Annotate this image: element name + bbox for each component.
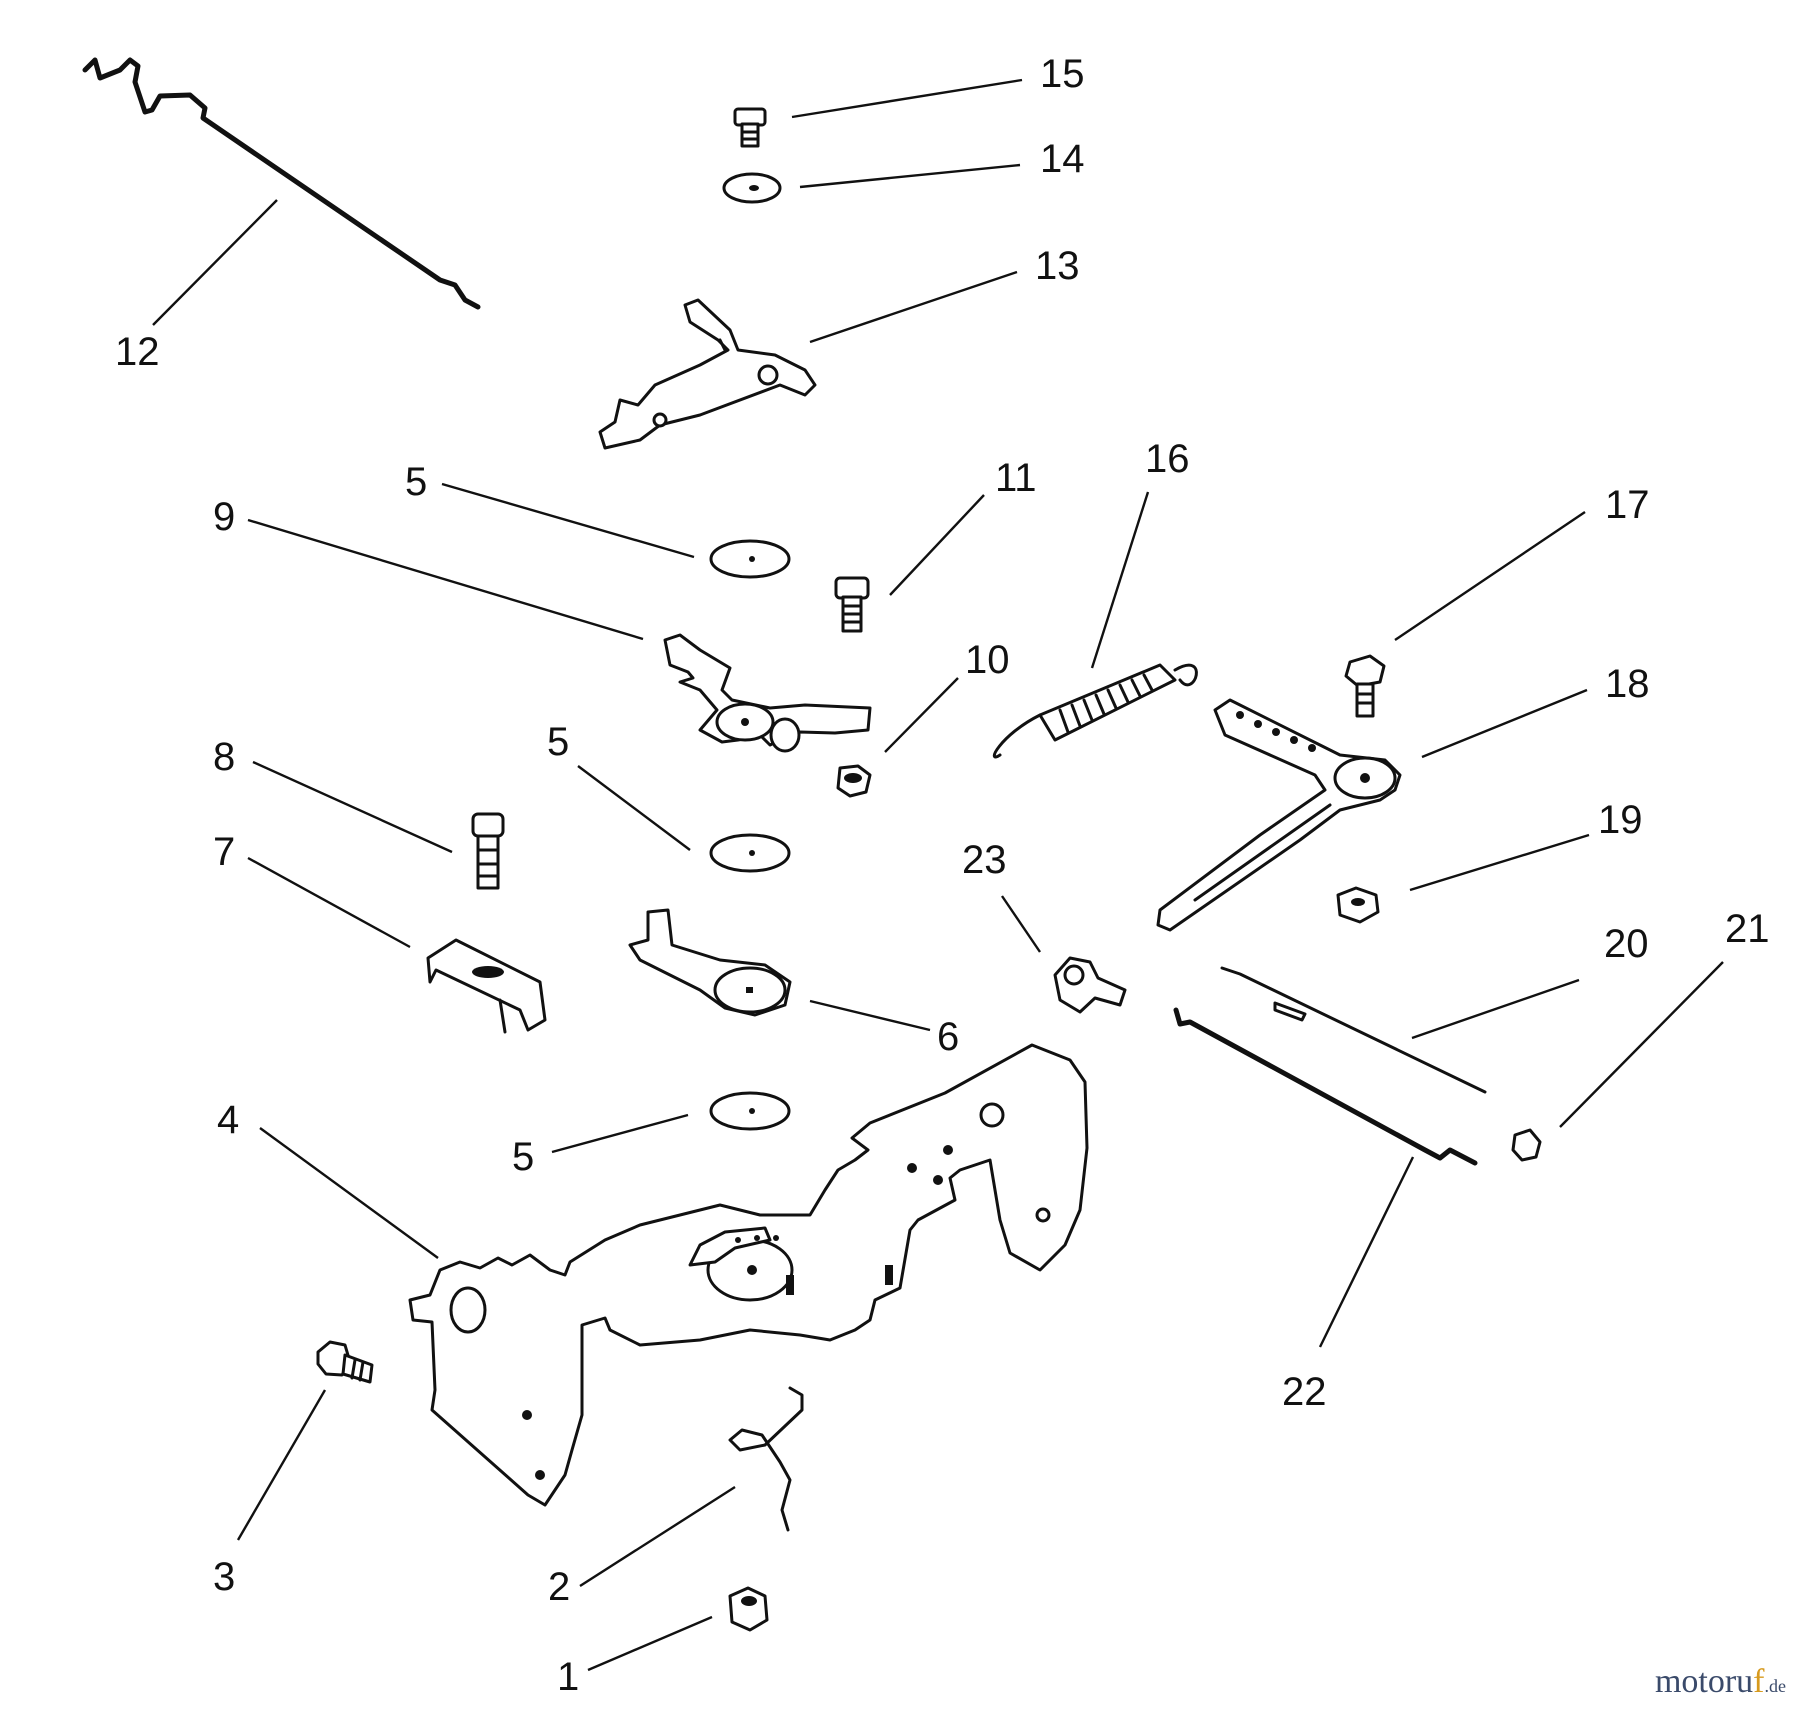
- part-nut-21: [1511, 1128, 1542, 1162]
- callout-2: 2: [548, 1565, 570, 1609]
- part-bolt-17: [1344, 654, 1386, 718]
- part-spring-16: [992, 663, 1198, 759]
- part-clip-7: [426, 938, 547, 1034]
- part-screw-15: [733, 107, 767, 148]
- callout-11: 11: [995, 456, 1037, 500]
- callout-13: 13: [1035, 244, 1080, 288]
- part-lever-6: [628, 908, 792, 1017]
- callout-12: 12: [115, 330, 160, 374]
- part-bracket-13: [598, 298, 817, 450]
- callout-21: 21: [1725, 907, 1770, 951]
- callout-20: 20: [1604, 922, 1649, 966]
- part-washer-5-upper: [709, 539, 791, 579]
- part-rod-22: [1173, 1007, 1478, 1166]
- watermark-logo: motoruf.de: [1655, 1663, 1786, 1701]
- part-rod-20: [1220, 966, 1487, 1094]
- part-lever-9: [663, 633, 872, 753]
- part-nut-19: [1336, 886, 1380, 924]
- callout-10: 10: [965, 638, 1010, 682]
- callout-22: 22: [1282, 1370, 1327, 1414]
- watermark-text-accent: f: [1753, 1663, 1765, 1700]
- callout-3: 3: [213, 1555, 235, 1599]
- part-governor-rod: [82, 57, 481, 310]
- callout-14: 14: [1040, 137, 1085, 181]
- callout-19: 19: [1598, 798, 1643, 842]
- part-screw-3: [316, 1340, 374, 1384]
- callout-5-middle: 5: [547, 720, 569, 764]
- watermark-text-suffix: .de: [1764, 1676, 1787, 1696]
- callout-17: 17: [1605, 483, 1650, 527]
- callout-6: 6: [937, 1015, 959, 1059]
- part-nut-1: [728, 1586, 769, 1632]
- part-stud-8: [471, 812, 505, 890]
- part-control-bracket-4: [408, 1043, 1089, 1507]
- part-washer-5-middle: [709, 833, 791, 873]
- part-spring-2: [728, 1386, 804, 1532]
- callout-1: 1: [557, 1655, 579, 1699]
- part-washer-14: [722, 172, 782, 204]
- part-nut-10: [836, 764, 872, 798]
- callout-5-lower: 5: [512, 1135, 534, 1179]
- watermark-text-main: motoru: [1654, 1663, 1754, 1700]
- callout-labels: 15 14 13 12 5 11 16 9 17 10 18 8 5 19 7 …: [115, 52, 1770, 1699]
- callout-8: 8: [213, 735, 235, 779]
- callout-23: 23: [962, 838, 1007, 882]
- callout-16: 16: [1145, 437, 1190, 481]
- callout-7: 7: [213, 830, 235, 874]
- callout-9: 9: [213, 495, 235, 539]
- part-throttle-lever-18: [1156, 698, 1402, 932]
- callout-15: 15: [1040, 52, 1085, 96]
- part-bolt-11: [834, 576, 870, 633]
- part-washer-5-lower: [709, 1091, 791, 1131]
- leader-lines: [152, 78, 1724, 1672]
- callout-4: 4: [217, 1098, 239, 1142]
- part-clamp-23: [1053, 956, 1127, 1014]
- callout-5-upper: 5: [405, 460, 427, 504]
- callout-18: 18: [1605, 662, 1650, 706]
